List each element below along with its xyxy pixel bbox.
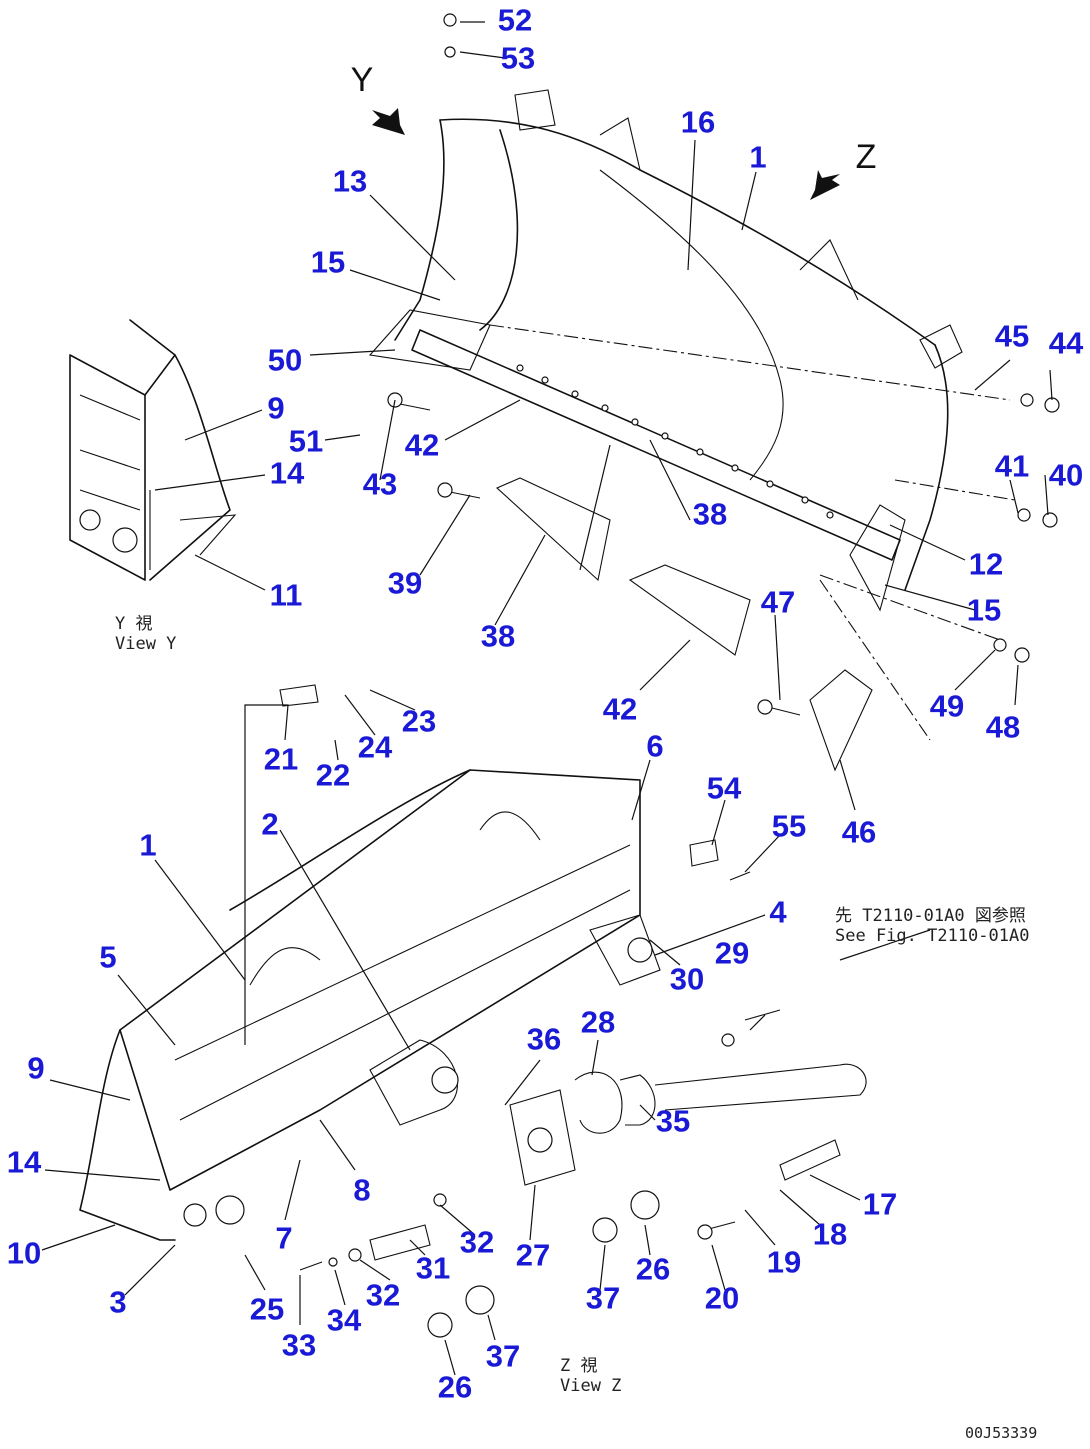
callout-14-lower: 14 [6, 1144, 42, 1180]
callout-22: 22 [315, 757, 351, 793]
callout-15-right: 15 [966, 592, 1002, 628]
callout-13: 13 [332, 163, 368, 199]
callout-8: 8 [353, 1172, 371, 1208]
callout-1-upper: 1 [749, 139, 767, 175]
bolt-holes-row [516, 364, 834, 519]
callout-34: 34 [326, 1302, 362, 1338]
callout-30: 30 [669, 961, 705, 997]
left-end-bit [368, 309, 491, 371]
callout-18: 18 [812, 1216, 848, 1252]
callout-49: 49 [929, 688, 965, 724]
view-z-letter: Z [855, 138, 877, 176]
callout-31: 31 [415, 1250, 451, 1286]
callout-47: 47 [760, 584, 796, 620]
blade-left-end [394, 119, 445, 341]
callout-1-lower: 1 [139, 827, 157, 863]
callout-20: 20 [704, 1280, 740, 1316]
callout-43: 43 [362, 466, 398, 502]
callout-28: 28 [580, 1004, 616, 1040]
callout-50: 50 [267, 342, 303, 378]
callout-54: 54 [706, 770, 742, 806]
callout-36: 36 [526, 1021, 562, 1057]
callout-39: 39 [387, 565, 423, 601]
callout-33: 33 [281, 1327, 317, 1363]
callout-37-right: 37 [585, 1280, 621, 1316]
drawing-code: 00J53339 [965, 1424, 1038, 1442]
callout-29: 29 [714, 935, 750, 971]
callout-52: 52 [497, 2, 533, 38]
moldboard-face-line [599, 169, 784, 481]
view-y-arrow [372, 108, 405, 135]
callout-21: 21 [263, 741, 299, 777]
callout-4: 4 [769, 894, 787, 930]
callout-24: 24 [357, 729, 393, 765]
right-end-bit [849, 504, 906, 612]
callout-15-upper: 15 [310, 244, 346, 280]
callout-32-left: 32 [365, 1277, 401, 1313]
callout-38-middle: 38 [692, 496, 728, 532]
assembly-line-3 [819, 579, 931, 741]
lower-frame-assembly [79, 684, 867, 1338]
callout-11: 11 [269, 577, 303, 613]
callout-27: 27 [515, 1237, 551, 1273]
callout-17: 17 [862, 1186, 898, 1222]
cutting-edge-strip [411, 329, 901, 561]
callout-55: 55 [771, 808, 807, 844]
callout-25: 25 [249, 1291, 285, 1327]
upper-blade-assembly [368, 13, 1060, 772]
blade-moldboard-curve [479, 129, 519, 331]
callout-46: 46 [841, 814, 877, 850]
assembly-line-2 [819, 574, 1001, 641]
view-z-caption: Z 視 View Z [560, 1356, 622, 1396]
callout-42-upper: 42 [404, 427, 440, 463]
cutting-edge-section-2 [628, 564, 751, 656]
callout-45: 45 [994, 318, 1030, 354]
callout-44: 44 [1048, 325, 1084, 361]
callout-40: 40 [1048, 457, 1084, 493]
callout-26-lower: 26 [437, 1369, 473, 1405]
callout-2: 2 [261, 806, 279, 842]
callout-19: 19 [766, 1244, 802, 1280]
spill-guard-right [919, 324, 963, 369]
assembly-line-4 [894, 479, 1016, 501]
right-guard-plate [799, 239, 859, 301]
leader-lines [41, 21, 1053, 1376]
callout-41: 41 [994, 448, 1030, 484]
spill-guard-left [514, 89, 556, 131]
callout-53: 53 [500, 40, 536, 76]
callout-5: 5 [99, 939, 117, 975]
callout-51: 51 [288, 423, 324, 459]
end-bit-46 [809, 669, 873, 772]
callout-23: 23 [401, 703, 437, 739]
callout-38-lower: 38 [480, 618, 516, 654]
callout-37-lower: 37 [485, 1338, 521, 1374]
assembly-line-1 [489, 324, 1011, 401]
callout-9-upper: 9 [267, 390, 285, 426]
callout-32-right: 32 [459, 1224, 495, 1260]
hardware-upper [387, 13, 1060, 716]
callout-3: 3 [109, 1284, 127, 1320]
blade-right-end [904, 344, 949, 591]
callout-12: 12 [968, 546, 1004, 582]
callout-26-right: 26 [635, 1251, 671, 1287]
callout-9-lower: 9 [27, 1050, 45, 1086]
callout-10: 10 [6, 1235, 42, 1271]
callout-48: 48 [985, 709, 1021, 745]
view-y-drawing [69, 319, 237, 581]
view-y-letter: Y [350, 61, 374, 99]
cutting-edge-section-1 [496, 477, 611, 582]
callout-35: 35 [655, 1103, 691, 1139]
callout-16: 16 [680, 104, 716, 140]
reference-note: 先 T2110-01A0 図参照 See Fig. T2110-01A0 [835, 906, 1030, 946]
top-guard-plate [599, 117, 641, 171]
callout-14-upper: 14 [269, 455, 305, 491]
view-z-arrow [810, 170, 840, 200]
view-y-caption: Y 視 View Y [115, 614, 177, 654]
callout-7: 7 [275, 1220, 293, 1256]
callout-42-lower: 42 [602, 691, 638, 727]
callout-6: 6 [646, 728, 664, 764]
